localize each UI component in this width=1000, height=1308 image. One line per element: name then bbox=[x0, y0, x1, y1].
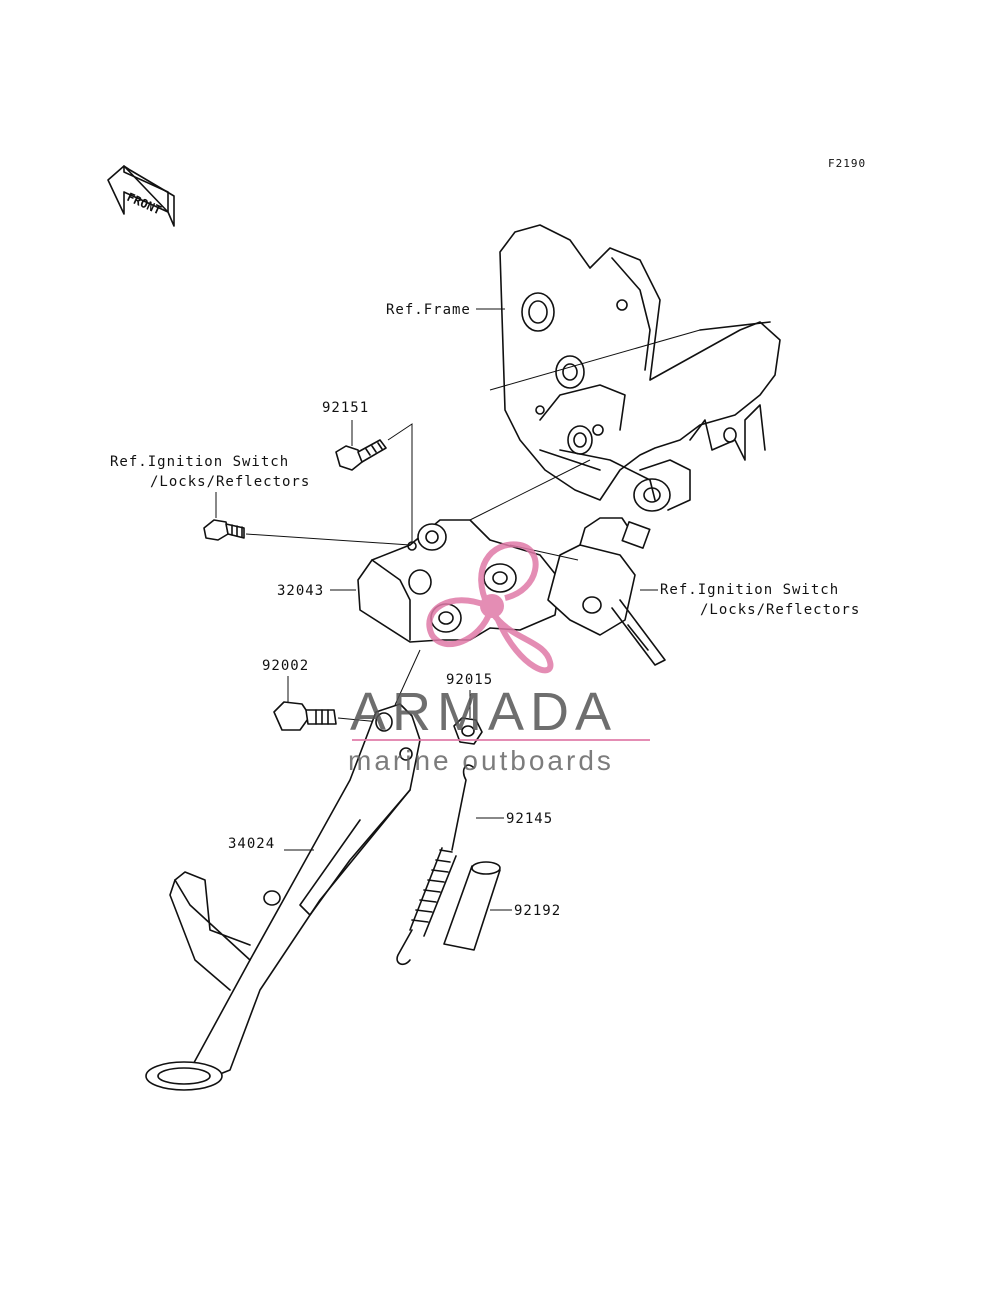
part-92002-label: 92002 bbox=[262, 658, 309, 674]
bolt-92151 bbox=[335, 439, 387, 471]
bolt-92002 bbox=[273, 701, 337, 731]
part-92145-label: 92145 bbox=[506, 811, 553, 827]
part-92015-label: 92015 bbox=[446, 672, 493, 688]
nut-92015 bbox=[453, 717, 483, 745]
ref-ignition-left-line1: Ref.Ignition Switch bbox=[110, 454, 289, 470]
side-stand-34024 bbox=[145, 649, 421, 1091]
bolt-ignition-left bbox=[203, 519, 245, 541]
ref-ignition-right-line1: Ref.Ignition Switch bbox=[660, 582, 839, 598]
bracket-32043 bbox=[357, 519, 561, 643]
figure-code: F2190 bbox=[828, 157, 866, 170]
part-92192-label: 92192 bbox=[514, 903, 561, 919]
watermark-brand: ARMADA bbox=[350, 682, 617, 742]
watermark-tagline: marine outboards bbox=[348, 745, 614, 776]
frame-reference bbox=[499, 224, 781, 512]
front-arrow-icon: FRONT bbox=[107, 165, 175, 227]
spring-92145 bbox=[396, 764, 475, 966]
collar-92192 bbox=[443, 861, 501, 951]
armada-watermark: ARMADA marine outboards bbox=[348, 541, 650, 776]
side-stand-switch bbox=[547, 517, 666, 666]
ref-ignition-left-line2: /Locks/Reflectors bbox=[150, 474, 310, 490]
ref-frame-label: Ref.Frame bbox=[386, 302, 471, 318]
part-92151-label: 92151 bbox=[322, 400, 369, 416]
part-32043-label: 32043 bbox=[277, 583, 324, 599]
propeller-logo-icon bbox=[426, 541, 554, 674]
part-34024-label: 34024 bbox=[228, 836, 275, 852]
ref-ignition-right-line2: /Locks/Reflectors bbox=[700, 602, 860, 618]
